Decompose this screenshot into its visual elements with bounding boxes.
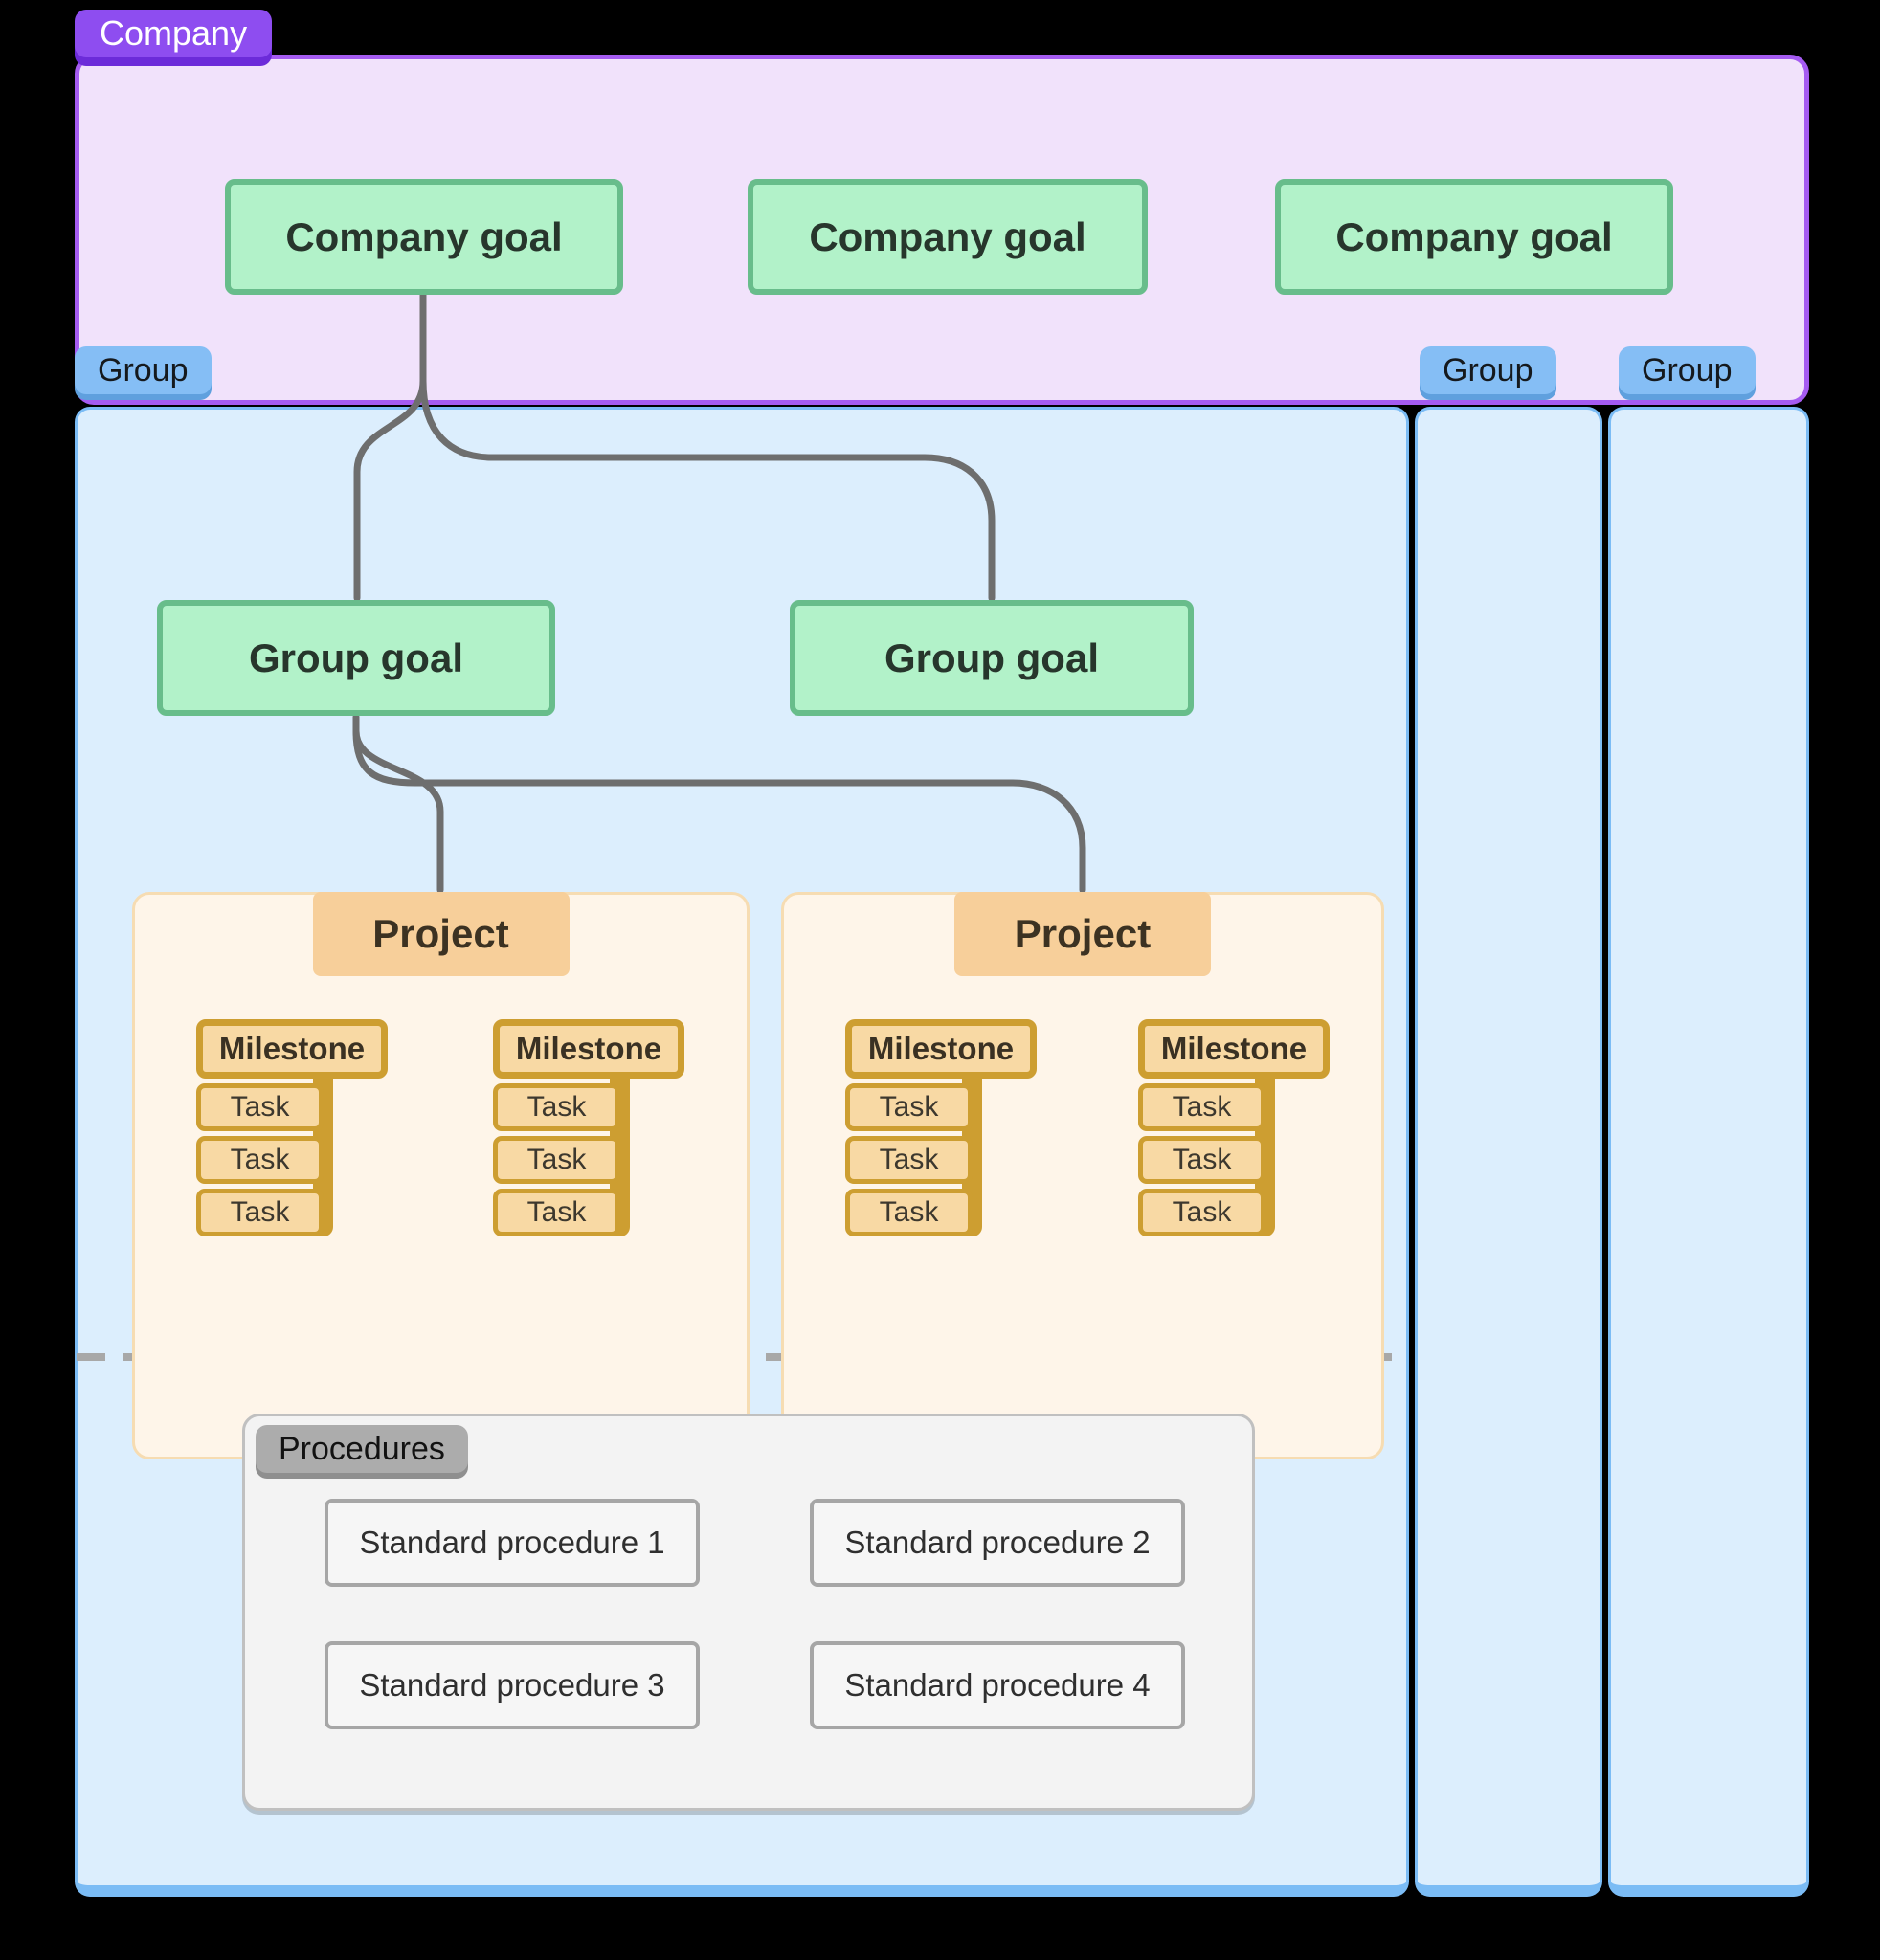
project-container-1: Project Milestone Task Task Task Milesto… <box>132 892 750 1459</box>
group-badge-3: Group <box>1619 346 1756 394</box>
task-box: Task <box>845 1083 973 1131</box>
milestone-group: Milestone Task Task Task <box>845 1019 1037 1239</box>
procedures-badge: Procedures <box>256 1425 468 1473</box>
task-box: Task <box>845 1189 973 1236</box>
task-box: Task <box>845 1136 973 1184</box>
task-box: Task <box>1138 1189 1265 1236</box>
procedure-box-2: Standard procedure 2 <box>810 1499 1185 1587</box>
company-goal-2: Company goal <box>748 179 1148 295</box>
procedures-container <box>242 1414 1255 1811</box>
task-box: Task <box>493 1083 620 1131</box>
task-box: Task <box>196 1189 324 1236</box>
milestone-box: Milestone <box>493 1019 684 1079</box>
task-box: Task <box>1138 1136 1265 1184</box>
procedure-box-1: Standard procedure 1 <box>325 1499 700 1587</box>
task-box: Task <box>1138 1083 1265 1131</box>
company-badge: Company <box>75 10 273 57</box>
connector-companygoal-groupgoal2 <box>419 377 996 602</box>
procedure-box-4: Standard procedure 4 <box>810 1641 1185 1729</box>
connector-groupgoal-project2 <box>352 713 1086 894</box>
task-box: Task <box>196 1083 324 1131</box>
group-badge-1: Group <box>75 346 212 394</box>
company-goal-3: Company goal <box>1275 179 1673 295</box>
milestone-group: Milestone Task Task Task <box>1138 1019 1330 1239</box>
milestone-group: Milestone Task Task Task <box>196 1019 388 1239</box>
group-goal-2: Group goal <box>790 600 1194 716</box>
task-box: Task <box>493 1136 620 1184</box>
procedure-box-3: Standard procedure 3 <box>325 1641 700 1729</box>
milestone-box: Milestone <box>845 1019 1037 1079</box>
connector-companygoal-groupgoal1 <box>353 291 427 602</box>
company-goal-1: Company goal <box>225 179 623 295</box>
project-title: Project <box>312 892 570 976</box>
task-box: Task <box>493 1189 620 1236</box>
group-container-2 <box>1415 407 1602 1897</box>
group-badge-2: Group <box>1420 346 1556 394</box>
group-goal-1: Group goal <box>157 600 555 716</box>
connector-groupgoal-project1 <box>352 727 444 894</box>
project-title: Project <box>954 892 1211 976</box>
task-box: Task <box>196 1136 324 1184</box>
milestone-box: Milestone <box>1138 1019 1330 1079</box>
milestone-box: Milestone <box>196 1019 388 1079</box>
group-container-3 <box>1608 407 1809 1897</box>
milestone-group: Milestone Task Task Task <box>493 1019 684 1239</box>
project-container-2: Project Milestone Task Task Task Milesto… <box>781 892 1384 1459</box>
